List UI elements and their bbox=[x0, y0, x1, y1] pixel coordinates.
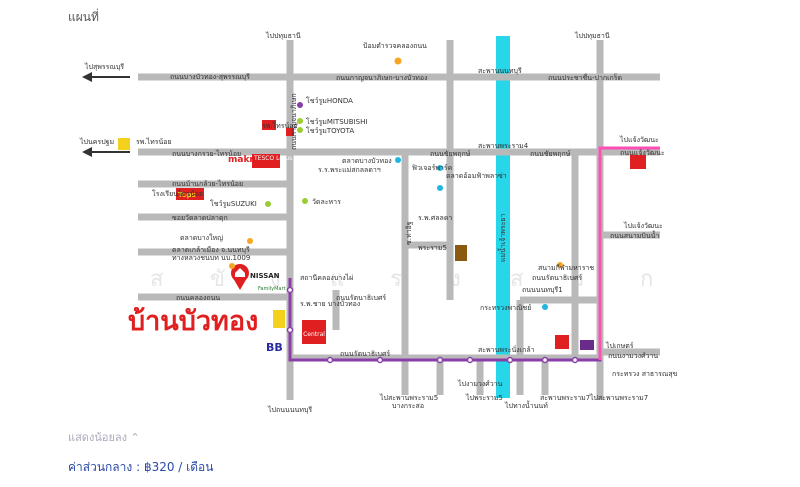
label-to-nonthaburi-bottom-left: ไปถนนนนทบุรี bbox=[267, 405, 312, 414]
label-to-kaset: ไปเกษตร์ bbox=[605, 341, 634, 350]
label-road-rattanathibet-3: ถนนรัตนาธิเบศร์ bbox=[336, 294, 386, 302]
label-road-bangbuathong-suphan: ถนนบางบัวทอง-สุพรรณบุรี bbox=[170, 73, 250, 81]
project-marker[interactable] bbox=[231, 264, 249, 290]
show-less-link[interactable]: แสดงน้อยลง ⌃ bbox=[68, 428, 140, 446]
label-nissan: NISSAN bbox=[250, 272, 280, 280]
label-to-pathum-top-left: ไปปทุมธานี bbox=[265, 31, 301, 40]
bb-label: BB bbox=[266, 341, 283, 354]
label-highway-1009: ทางหลวงชนบท นบ.1009 bbox=[172, 254, 250, 262]
label-soi-rattanathibet: ซ.ท่าอิฐ bbox=[405, 221, 413, 245]
watermark-char: ร bbox=[390, 267, 402, 292]
label-ministry-public: กระทรวงพาณิชย์ bbox=[480, 304, 531, 312]
river bbox=[496, 36, 510, 398]
watermark-char: ส bbox=[150, 267, 164, 292]
label-road-prachachuen: ถนนประชาชื่น-ปากเกร็ด bbox=[548, 73, 622, 82]
label-pak-kret-market: ตลาดอ้อมฟ้าพลาซ่า bbox=[446, 172, 507, 180]
label-wat: วัดละหาร bbox=[312, 198, 341, 206]
label-police: ตลาดเกล้าเมือง จ.นนทบุรี bbox=[172, 246, 250, 254]
label-to-nakhon-pathom: ไปนครปฐม bbox=[79, 137, 114, 146]
arrow-left-nakhon-pathom bbox=[82, 147, 130, 157]
purple-line-stations bbox=[286, 286, 579, 364]
label-road-rattanathibet: ถนนรัตนาธิเบศร์ bbox=[340, 350, 390, 358]
label-road-chaengwattana-2: ถนนสนามบินน้ำ bbox=[610, 229, 659, 240]
label-project-road: ถนนคลองถนน bbox=[176, 294, 220, 302]
label-sainoi-hospital: รพ.ไทรน้อย bbox=[262, 121, 298, 130]
label-market-sainoi: ตลาดบางใหญ่ bbox=[180, 233, 223, 242]
common-fee-label: ค่าส่วนกลาง : bbox=[68, 460, 141, 474]
label-to-pathum-right: ไปปทุมธานี bbox=[574, 31, 610, 40]
chevron-up-icon: ⌃ bbox=[130, 431, 140, 444]
label-road-nonthaburi-1: ถนนนนทบุรี1 bbox=[522, 286, 563, 294]
watermark-char: ง bbox=[450, 267, 461, 292]
label-tops: Tops bbox=[178, 191, 196, 199]
label-shop-suzuki: โชว์รูมSUZUKI bbox=[210, 199, 257, 208]
landmark-logos bbox=[118, 120, 646, 350]
central-label: Central bbox=[303, 331, 325, 338]
label-rp-tha-sai: รพ.ไทรน้อย bbox=[136, 137, 172, 146]
label-market-bang-yai: ตลาดบางบัวทอง bbox=[342, 157, 392, 165]
label-sp-bang-sue: สะพานพระนั่งเกล้า bbox=[478, 345, 535, 354]
label-shop-honda: โชว์รูมHONDA bbox=[306, 96, 353, 105]
label-road-ban-kluai: ถนนบ้านกล้วย-ไทรน้อย bbox=[172, 179, 243, 188]
label-road-kanchanaphisek: ถนนกาญจนาภิเษก-บางบัวทอง bbox=[336, 74, 428, 82]
show-less-label: แสดงน้อยลง bbox=[68, 431, 128, 444]
map-labels: ไปปทุมธานี ไปสุพรรณบุรี ถนนบางบัวทอง-สุพ… bbox=[79, 31, 678, 414]
map-section-title: แผนที่ bbox=[68, 10, 99, 24]
label-to-suphan: ไปสุพรรณบุรี bbox=[84, 62, 124, 71]
label-pond-checkpoint: ป้อมตำรวจคลองถนน bbox=[363, 42, 427, 50]
label-ss-rattana: ร.พ.ศลลดา bbox=[418, 214, 452, 222]
poi-dots bbox=[229, 57, 563, 310]
label-tesco: TESCO Lotus bbox=[253, 155, 292, 162]
label-to-pak-kret: ไปทางน้ำนนท์ bbox=[504, 399, 548, 410]
area-map: ส ขั ง แ ร ง ส ม ก แม่น้ำเจ้าพระยา bbox=[79, 31, 678, 414]
label-road-nonthaburi: ถนนงามวงศ์วาน bbox=[608, 352, 658, 360]
label-to-rama5: ไปสะพานพระราม5 bbox=[379, 393, 438, 402]
label-station-tha-it: ร.พ.ชาย บางบัวทอง bbox=[300, 300, 360, 308]
label-to-ngamwongwan: ไปงามวงศ์วาน bbox=[457, 379, 503, 388]
watermark-char: ก bbox=[640, 267, 653, 292]
label-road-khlong-thanon: ถนนกาญจนาภิเษก bbox=[290, 93, 298, 150]
label-pho-sai-dam: ฟิวเจอร์พาร์ค bbox=[412, 164, 453, 172]
pink-line bbox=[598, 146, 660, 360]
label-rajamangala: สนามกีฬามหาราช bbox=[538, 264, 594, 272]
watermark-char: ง bbox=[270, 267, 281, 292]
label-ss-rung: ร.ร.พระแม่สกลลดาฯ bbox=[318, 166, 381, 174]
label-to-rama7: ไปสะพานพระราม7 bbox=[589, 393, 648, 402]
common-fee-row: ค่าส่วนกลาง : ฿320 / เดือน bbox=[68, 458, 213, 477]
label-school-sainoi: โรงเรียนไทรน้อย bbox=[152, 189, 203, 198]
label-to-chaengwattana: ไปแจ้งวัฒนะ bbox=[619, 135, 659, 144]
label-road-bangkruai-sainoi: ถนนบางกรวย-ไทรน้อย bbox=[172, 149, 241, 158]
label-bang-kraso: บางกระสอ bbox=[392, 402, 424, 410]
watermark-char: แ bbox=[330, 267, 344, 292]
label-road-chaiyaphruek-2: ถนนชัยพฤกษ์ bbox=[530, 150, 571, 158]
watermark-char: ส bbox=[510, 267, 524, 292]
label-road-chaengwattana: ถนนแจ้งวัฒนะ bbox=[620, 149, 665, 157]
label-ministry-health: กระทรวง สาธารณสุข bbox=[612, 370, 678, 378]
label-road-rattanathibet-2: ถนนรัตนาธิเบศร์ bbox=[532, 274, 582, 282]
label-rama4-bridge: สะพานพระราม4 bbox=[478, 142, 529, 150]
label-bridge-nonthaburi: สะพานนนทบุรี bbox=[478, 67, 522, 75]
label-sp-rama7: สะพานพระราม7 bbox=[540, 394, 590, 402]
label-to-chaengwattana-2: ไปแจ้งวัฒนะ bbox=[623, 221, 663, 230]
label-road-chaiyaphruek: ถนนชัยพฤกษ์ bbox=[430, 150, 471, 158]
river-label: แม่น้ำเจ้าพระยา bbox=[496, 213, 507, 262]
arrow-left-suphan bbox=[82, 72, 130, 82]
label-kasikorn: พระราม5 bbox=[418, 244, 447, 252]
label-soi-lat-pla-duk: ซอยวัดลาดปลาดุก bbox=[172, 214, 228, 222]
label-to-rama3: ไปพระราม5 bbox=[465, 393, 503, 402]
watermark-char: ขั bbox=[210, 267, 225, 292]
project-name: บ้านบัวทอง bbox=[128, 306, 258, 337]
common-fee-value: ฿320 / เดือน bbox=[143, 460, 214, 474]
label-family-mart: FamilyMart bbox=[258, 286, 286, 292]
label-station-khlong-bang-phai: สถานีคลองบางไผ่ bbox=[300, 273, 353, 282]
label-shop-mitsubishi: โชว์รูมMITSUBISHI bbox=[306, 117, 367, 126]
label-shop-toyota: โชว์รูมTOYOTA bbox=[306, 126, 354, 135]
label-makro: makro bbox=[228, 155, 260, 165]
central-logo: Central bbox=[302, 320, 326, 344]
